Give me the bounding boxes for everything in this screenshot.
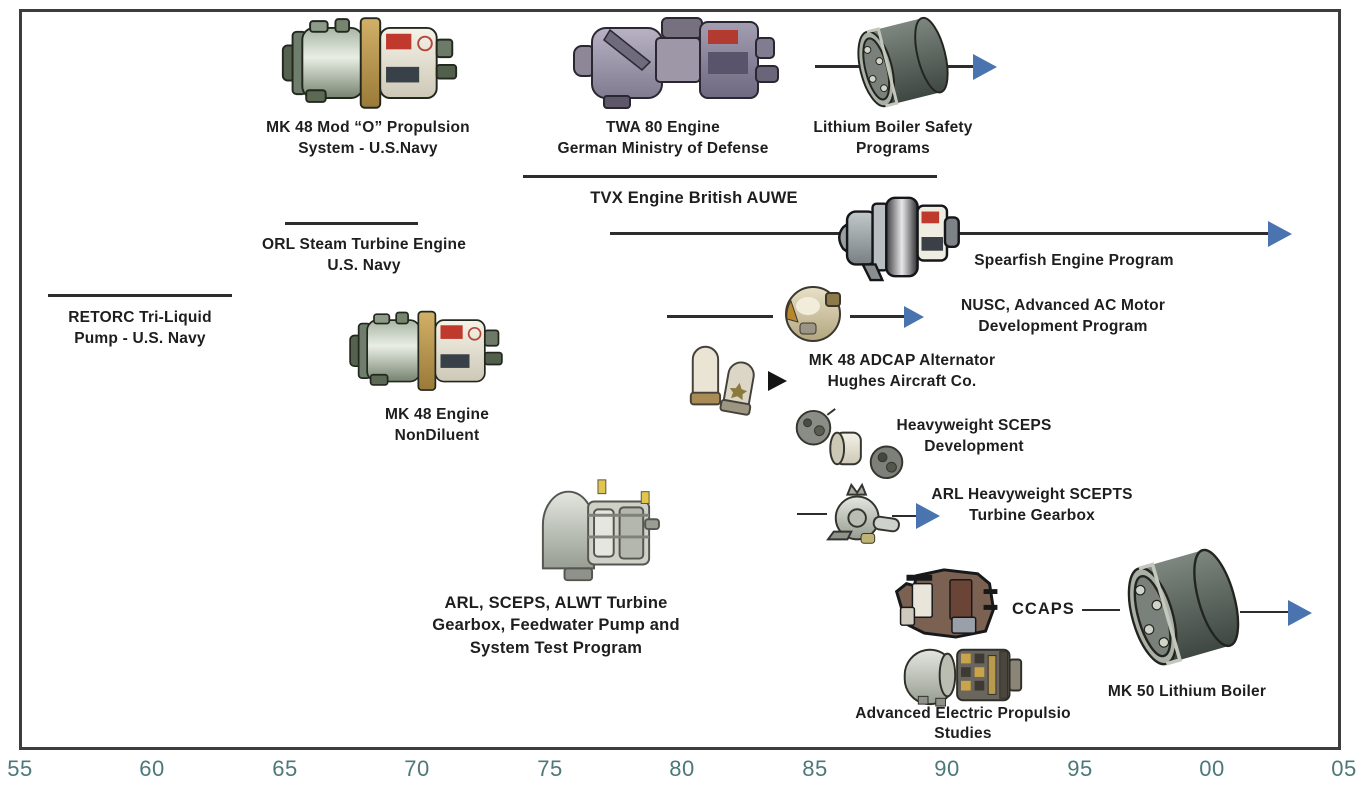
label-arl-scepts: ARL Heavyweight SCEPTS Turbine Gearbox xyxy=(931,486,1133,525)
timeline-bar-nusc-right xyxy=(850,315,904,318)
ccaps-engine-image xyxy=(894,568,998,639)
label-mk48-mod-o: MK 48 Mod “O” Propulsion System - U.S.Na… xyxy=(266,119,470,158)
axis-tick-55: 55 xyxy=(7,756,33,781)
label-spearfish: Spearfish Engine Program xyxy=(974,252,1174,269)
label-nusc: NUSC, Advanced AC Motor Development Prog… xyxy=(960,297,1166,336)
axis-tick-75: 75 xyxy=(537,756,563,781)
axis-tick-00: 00 xyxy=(1199,756,1225,781)
axis-tick-65: 65 xyxy=(272,756,298,781)
label-mk50: MK 50 Lithium Boiler xyxy=(1107,683,1267,700)
alwt-gearbox-image xyxy=(541,479,660,582)
axis-tick-85: 85 xyxy=(802,756,828,781)
timeline-bar-arl-scepts-right xyxy=(892,515,916,517)
advanced-electric-propulsion-image xyxy=(903,648,1023,707)
nusc-motor-image xyxy=(785,286,841,342)
axis-tick-60: 60 xyxy=(139,756,165,781)
label-ccaps: CCAPS xyxy=(1012,600,1075,618)
mk48-nondiluent-engine-image xyxy=(349,310,503,391)
label-twa80: TWA 80 Engine German Ministry of Defense xyxy=(557,119,769,158)
heavyweight-sceps-image xyxy=(795,408,904,480)
spearfish-engine-image xyxy=(838,196,960,282)
timeline-bar-arl-scepts-left xyxy=(797,513,827,515)
axis-tick-90: 90 xyxy=(934,756,960,781)
label-heavyweight-sceps: Heavyweight SCEPS Development xyxy=(896,417,1052,456)
axis-tick-80: 80 xyxy=(669,756,695,781)
axis-tick-95: 95 xyxy=(1067,756,1093,781)
timeline-bar-orl xyxy=(285,222,418,225)
timeline-bar-retorc xyxy=(48,294,232,297)
label-tvx: TVX Engine British AUWE xyxy=(590,189,798,207)
mk48-adcap-alternator-image xyxy=(689,345,755,416)
timeline-bar-tvx xyxy=(523,175,937,178)
label-lithium-boiler-safety: Lithium Boiler Safety Programs xyxy=(813,119,973,158)
label-mk48-nondiluent: MK 48 Engine NonDiluent xyxy=(384,406,490,445)
lithium-boiler-image xyxy=(857,16,949,108)
arl-scepts-gearbox-image xyxy=(826,482,900,544)
mk48-mod-o-engine-image xyxy=(281,17,458,109)
timeline-bar-mk50 xyxy=(1240,611,1290,613)
axis-tick-70: 70 xyxy=(404,756,430,781)
mk50-boiler-image xyxy=(1127,548,1240,666)
label-retorc: RETORC Tri-Liquid Pump - U.S. Navy xyxy=(68,309,212,348)
label-arl-sceps-alwt: ARL, SCEPS, ALWT Turbine Gearbox, Feedwa… xyxy=(432,594,680,657)
arrow-nusc xyxy=(904,306,924,328)
twa80-engine-image xyxy=(573,17,779,109)
arrow-mk50 xyxy=(1288,600,1312,626)
label-orl: ORL Steam Turbine Engine U.S. Navy xyxy=(261,236,467,275)
timeline-bar-ccaps xyxy=(1082,609,1120,611)
diagram-border xyxy=(19,9,1341,750)
arrow-lithium-safety xyxy=(973,54,997,80)
arrow-spearfish xyxy=(1268,221,1292,247)
timeline-bar-nusc xyxy=(667,315,773,318)
label-adv-electric: Advanced Electric Propulsio Studies xyxy=(855,705,1071,742)
label-mk48-adcap: MK 48 ADCAP Alternator Hughes Aircraft C… xyxy=(808,352,996,391)
arrow-mk48-adcap xyxy=(768,371,787,391)
arrow-arl-scepts xyxy=(916,503,940,529)
axis-tick-05: 05 xyxy=(1331,756,1356,781)
